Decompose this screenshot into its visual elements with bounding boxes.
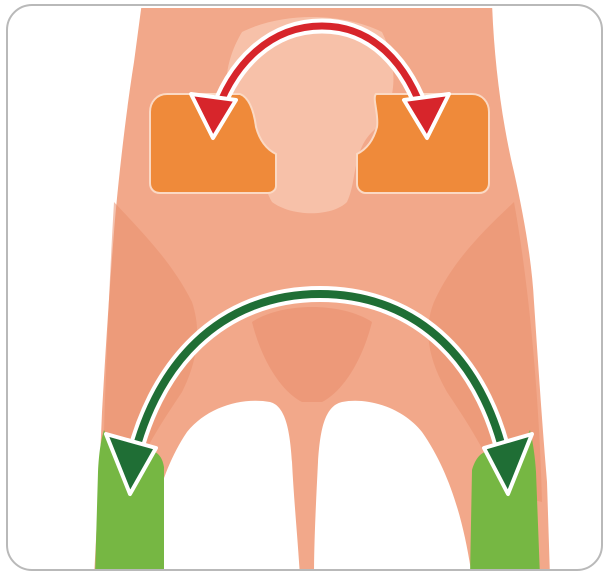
illustration-frame — [6, 4, 603, 571]
torso-electrode-illustration — [8, 6, 603, 571]
